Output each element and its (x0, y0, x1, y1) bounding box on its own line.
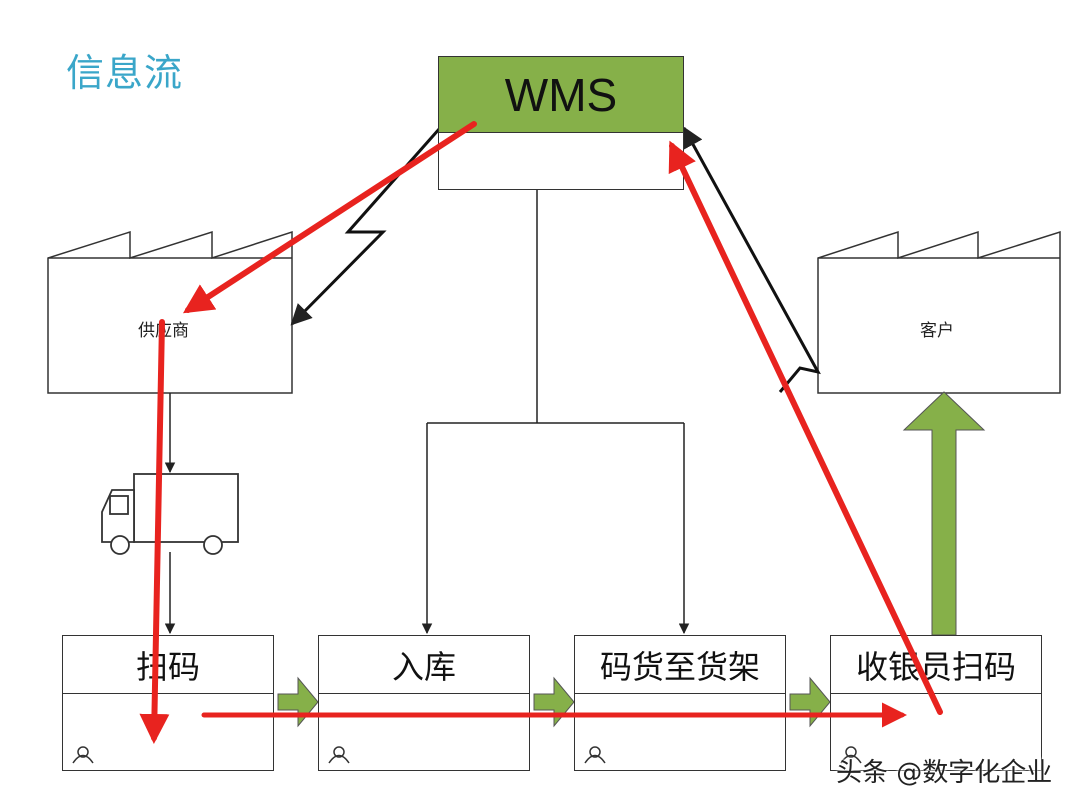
wms-box[interactable]: WMS (438, 56, 684, 190)
to-customer-arrow (902, 391, 986, 636)
watermark: 头条 @数字化企业 (836, 758, 1053, 788)
process-label-scan: 扫码 (63, 636, 273, 694)
truck-icon (101, 473, 239, 555)
red-arrow-cashier-to-wms (668, 140, 943, 715)
customer-factory-icon (817, 230, 1061, 394)
red-arrow-supplier-to-scan (139, 319, 170, 744)
process-label-cashier-scan: 收银员扫码 (831, 636, 1041, 694)
lightning-wms-to-supplier (290, 127, 442, 326)
process-box-cashier-scan[interactable]: 收银员扫码 (830, 635, 1042, 771)
operator-icon (840, 746, 862, 764)
red-arrow-wms-to-supplier (182, 121, 477, 314)
operator-icon (584, 746, 606, 764)
process-box-scan[interactable]: 扫码 (62, 635, 274, 771)
operator-icon (328, 746, 350, 764)
process-box-shelving[interactable]: 码货至货架 (574, 635, 786, 771)
diagram-title: 信息流 (66, 51, 184, 95)
operator-icon (72, 746, 94, 764)
wms-label: WMS (439, 57, 683, 133)
customer-label: 客户 (920, 321, 954, 341)
lightning-customer-to-wms (682, 126, 821, 393)
process-box-inbound[interactable]: 入库 (318, 635, 530, 771)
process-label-inbound: 入库 (319, 636, 529, 694)
process-label-shelving: 码货至货架 (575, 636, 785, 694)
supplier-factory-icon (47, 230, 293, 394)
